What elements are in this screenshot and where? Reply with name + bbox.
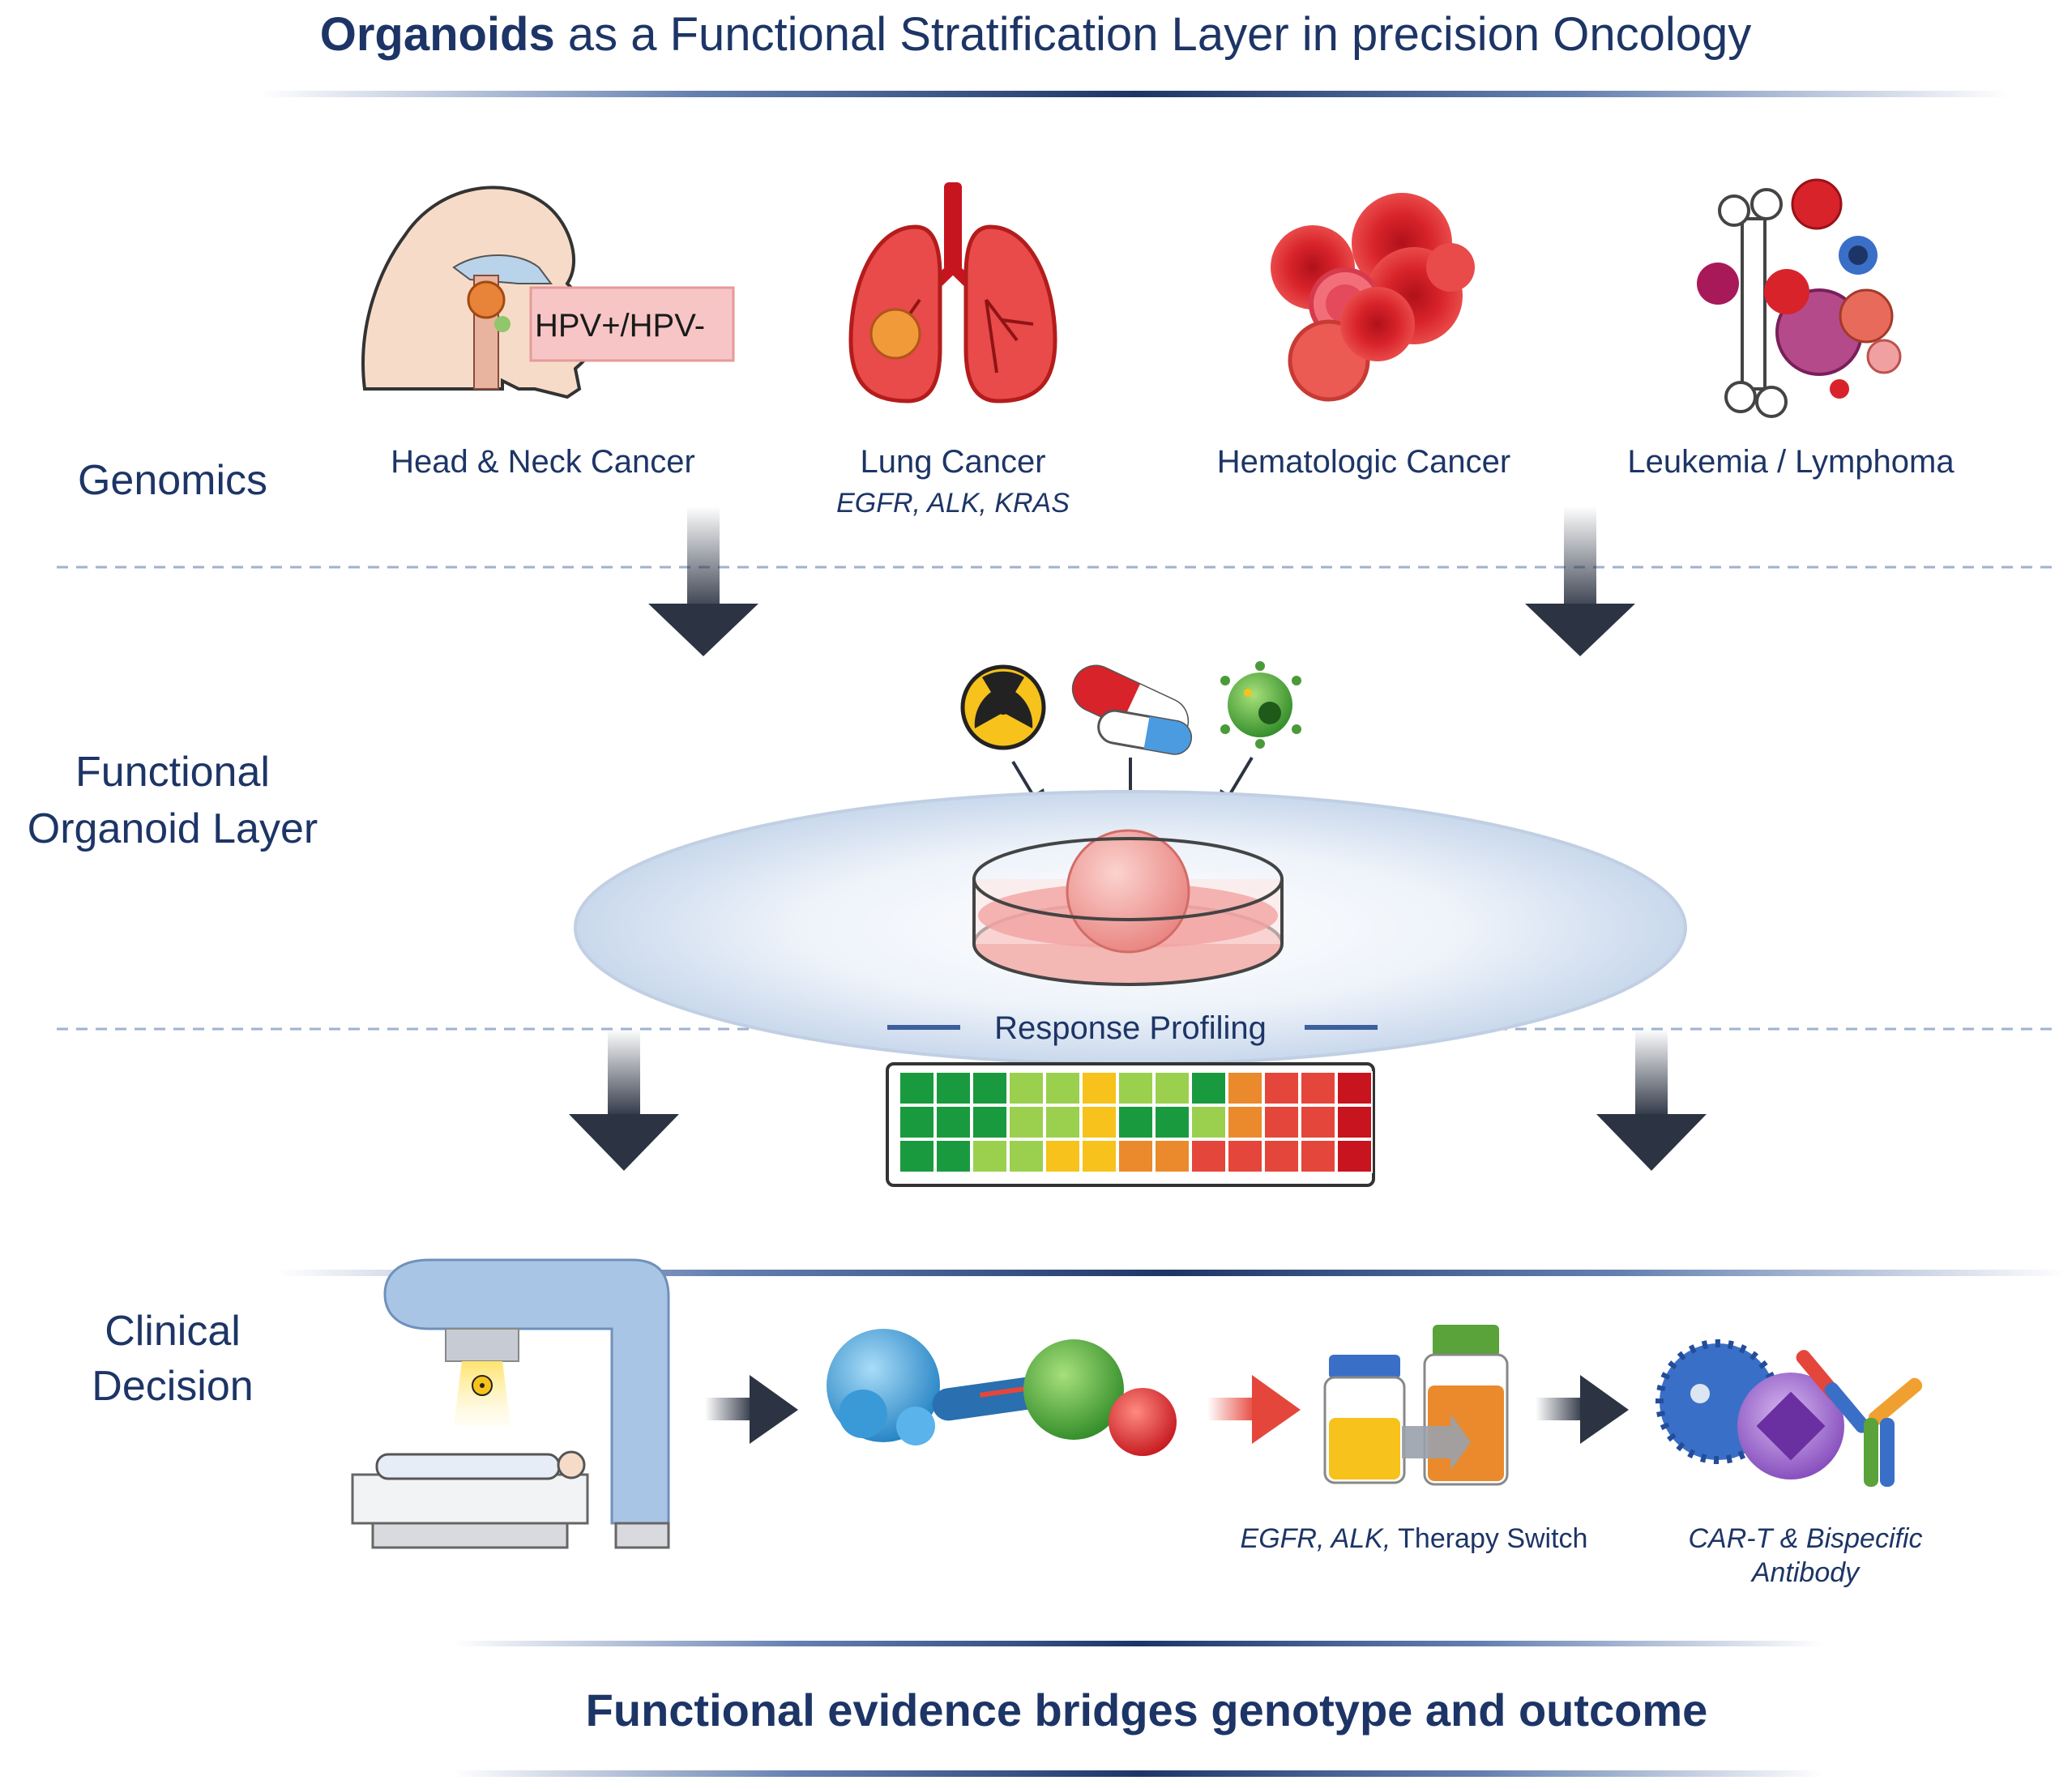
heatmap-cell — [1045, 1139, 1081, 1173]
response-profiling-left-dash — [887, 1025, 960, 1030]
heatmap-cell — [1227, 1139, 1263, 1173]
arrow-virus-to-dish — [1226, 756, 1254, 800]
heatmap-cell — [1336, 1105, 1373, 1139]
cart-caption-line1: CAR-T & Bispecific — [1688, 1523, 1922, 1554]
heatmap-cell — [1263, 1139, 1300, 1173]
heatmap-cell — [1045, 1105, 1081, 1139]
page-title: Organoids as a Functional Stratification… — [320, 8, 1752, 61]
row-label-decision: Decision — [92, 1363, 253, 1410]
t-cell-engager-icon — [827, 1329, 1177, 1456]
row-label-clinical: Clinical — [105, 1308, 241, 1355]
heatmap-cell — [1081, 1105, 1117, 1139]
clinical-top-line — [276, 1270, 2066, 1276]
heatmap-cell — [1154, 1071, 1190, 1105]
heatmap-cell — [1008, 1139, 1045, 1173]
red-blood-cells-icon — [1271, 193, 1475, 402]
hpv-label: HPV+/HPV- — [535, 308, 705, 344]
down-arrow-genomics-left — [648, 506, 758, 656]
title-underline — [259, 91, 2010, 97]
title-bold: Organoids — [320, 8, 555, 61]
therapy-switch-caption: EGFR, ALK, Therapy Switch — [1241, 1523, 1588, 1554]
down-arrow-genomics-right — [1525, 506, 1635, 656]
heatmap-cell — [1081, 1071, 1117, 1105]
radiation-icon — [960, 664, 1046, 750]
lungs-icon — [848, 182, 1057, 403]
heatmap-cell — [935, 1071, 972, 1105]
radiotherapy-machine-icon — [351, 1258, 670, 1549]
petri-dish-organoid-icon — [972, 829, 1284, 986]
therapy-switch-text: Therapy Switch — [1391, 1523, 1587, 1554]
heatmap-cell — [935, 1139, 972, 1173]
heatmap-cell — [1300, 1105, 1336, 1139]
right-arrow-1 — [705, 1375, 798, 1444]
heatmap-cell — [899, 1071, 935, 1105]
title-rest: as a Functional Stratification Layer in … — [555, 8, 1752, 61]
heatmap-cell — [1117, 1105, 1154, 1139]
heatmap-cell — [1117, 1071, 1154, 1105]
heatmap-cell — [1263, 1071, 1300, 1105]
row-label-genomics: Genomics — [78, 457, 267, 504]
footer-statement: Functional evidence bridges genotype and… — [586, 1684, 1708, 1736]
lung-cancer-label: Lung Cancer — [860, 444, 1045, 480]
heatmap-cell — [1263, 1105, 1300, 1139]
down-arrow-middle-left — [569, 1029, 679, 1171]
virus-icon — [1220, 661, 1301, 749]
row-label-functional: Functional — [75, 749, 270, 796]
heatmap-cell — [1336, 1071, 1373, 1105]
heatmap-cell — [1008, 1105, 1045, 1139]
down-arrow-middle-right — [1596, 1029, 1707, 1171]
footer-top-line — [454, 1641, 1823, 1646]
heatmap-cell — [1227, 1071, 1263, 1105]
cart-caption-line2: Antibody — [1750, 1557, 1861, 1588]
heatmap-cell — [1190, 1071, 1227, 1105]
response-profiling-label: Response Profiling — [994, 1010, 1267, 1046]
heatmap-cell — [972, 1071, 1008, 1105]
response-profiling-right-dash — [1305, 1025, 1378, 1030]
heatmap-cell — [935, 1105, 972, 1139]
head-neck-anatomy-icon: HPV+/HPV- — [361, 186, 735, 399]
capsule-icon — [1071, 664, 1193, 755]
leukemia-lymphoma-label: Leukemia / Lymphoma — [1627, 444, 1955, 480]
row-label-organoid-layer: Organoid Layer — [28, 805, 318, 852]
heatmap-cell — [1190, 1105, 1227, 1139]
drug-bottles-icon — [1323, 1325, 1509, 1486]
head-neck-cancer-label: Head & Neck Cancer — [391, 444, 695, 480]
heatmap-cell — [1300, 1071, 1336, 1105]
heatmap-cell — [1336, 1139, 1373, 1173]
lung-cancer-genes: EGFR, ALK, KRAS — [836, 488, 1070, 519]
response-heatmap — [899, 1071, 1373, 1173]
heatmap-cell — [1081, 1139, 1117, 1173]
bone-marrow-cells-icon — [1697, 178, 1902, 418]
heatmap-cell — [972, 1139, 1008, 1173]
hematologic-cancer-label: Hematologic Cancer — [1217, 444, 1510, 480]
heatmap-cell — [1300, 1139, 1336, 1173]
footer-bottom-line — [454, 1770, 1823, 1777]
heatmap-cell — [1190, 1139, 1227, 1173]
heatmap-cell — [899, 1139, 935, 1173]
therapy-switch-genes: EGFR, ALK, — [1241, 1523, 1391, 1554]
right-arrow-2-red — [1207, 1375, 1301, 1444]
car-t-antibody-icon — [1655, 1339, 1923, 1487]
heatmap-cell — [1154, 1139, 1190, 1173]
heatmap-cell — [1045, 1071, 1081, 1105]
heatmap-cell — [1117, 1139, 1154, 1173]
heatmap-cell — [972, 1105, 1008, 1139]
heatmap-cell — [1227, 1105, 1263, 1139]
heatmap-cell — [899, 1105, 935, 1139]
right-arrow-3 — [1536, 1375, 1629, 1444]
heatmap-cell — [1008, 1071, 1045, 1105]
heatmap-cell — [1154, 1105, 1190, 1139]
